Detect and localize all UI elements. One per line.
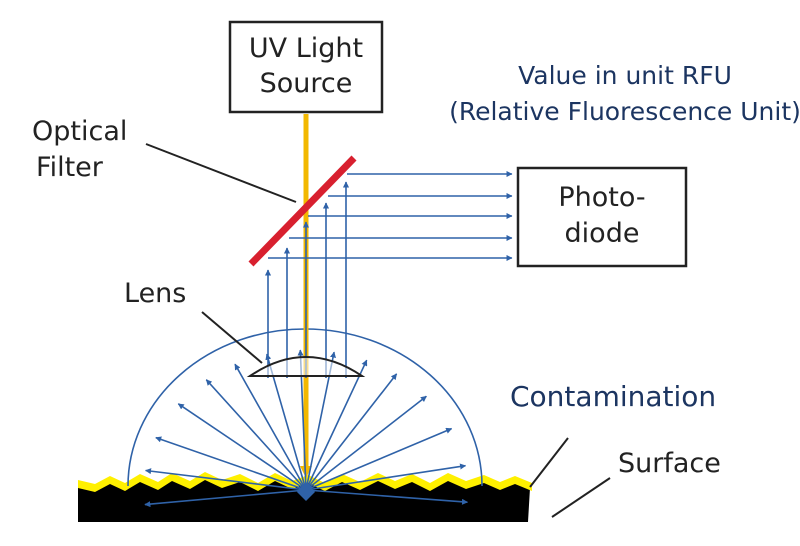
uv-source-label-line2: Source [260,68,353,99]
lens [246,356,366,377]
emission-ray [305,463,467,491]
emission-ray [177,403,307,491]
lens-label: Lens [124,278,186,309]
uv-source-label-line1: UV Light [249,33,363,64]
contamination-label: Contamination [510,380,716,413]
emission-ray [305,359,368,491]
emission-ray [144,489,307,508]
emission-ray [144,468,307,491]
photodiode-box [516,166,688,268]
emission-ray [234,363,307,491]
emission-ray [305,395,427,491]
optical-filter-label-line2: Filter [36,152,104,183]
vertical-rays [264,181,350,378]
emission-ray [155,436,307,491]
uv-source-box [228,20,384,114]
reflected-rays [268,170,513,262]
emission-ray [305,489,469,505]
emission-rays [144,349,469,508]
filter-leader-line [145,143,297,203]
contamination-leader-line [529,437,569,488]
emission-ray [205,379,307,491]
lens-leader-line [201,311,263,364]
optical-filter [248,155,357,267]
emission-ray [305,373,398,491]
optical-filter-label-line1: Optical [32,116,127,147]
photodiode-label-line2: diode [565,218,640,249]
fluorescing-particle [297,482,315,501]
surface-layer [78,478,530,522]
surface-leader-line [551,477,611,518]
value-title-line1: Value in unit RFU [518,61,732,90]
photodiode-label-line1: Photo- [558,182,645,213]
value-title-line2: (Relative Fluorescence Unit) [449,97,800,126]
emission-ray [305,427,453,491]
surface-label: Surface [618,448,721,479]
